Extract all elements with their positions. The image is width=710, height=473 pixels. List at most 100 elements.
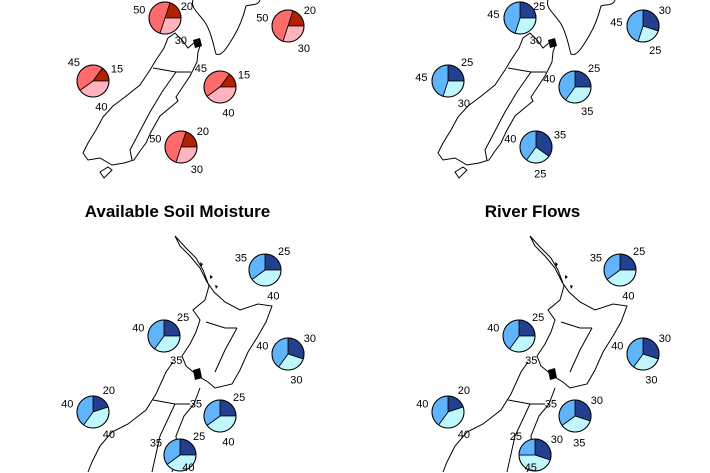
pie-slice-label: 30 <box>659 333 671 345</box>
pie-outline <box>148 1 182 35</box>
pie-chart: 15 45 40 <box>68 57 123 114</box>
pie-chart: 25 35 40 <box>487 312 544 367</box>
pie-slice-label: 25 <box>193 431 205 443</box>
pie-slice-label: 30 <box>645 375 657 387</box>
pie-outline <box>163 438 197 472</box>
pie-slice-label: 35 <box>573 438 585 450</box>
pie-outline <box>76 395 110 429</box>
pie-outline <box>519 130 553 164</box>
pie-slice-label: 35 <box>170 355 182 367</box>
pie-slice-label: 40 <box>132 323 144 335</box>
pie-slice-label: 40 <box>543 74 555 86</box>
pie-chart: 15 45 40 <box>195 63 250 120</box>
pie-chart: 25 35 40 <box>543 63 600 118</box>
pie-slice-label: 35 <box>554 130 566 142</box>
pie-slice-label: 25 <box>533 1 545 13</box>
pie-chart: 30 35 35 <box>545 395 603 450</box>
pie-slice-label: 35 <box>581 106 593 118</box>
pie-slice-label: 20 <box>181 1 193 13</box>
pie-outline <box>248 253 282 287</box>
pie-slice-label: 15 <box>111 64 123 76</box>
pie-slice-label: 35 <box>525 355 537 367</box>
pie-slice-label: 25 <box>177 312 189 324</box>
panel-title-soil-moisture: Available Soil Moisture <box>84 202 271 221</box>
pie-slice-label: 25 <box>649 45 661 57</box>
pie-slice-label: 25 <box>532 312 544 324</box>
pie-outline <box>431 64 465 98</box>
pie-slice-label: 45 <box>68 57 80 69</box>
map-panel-north-1 <box>87 235 273 473</box>
pie-outline <box>626 9 660 43</box>
pie-outline <box>431 395 465 429</box>
pie-slice-label: 40 <box>416 399 428 411</box>
pie-slice-label: 50 <box>256 13 268 25</box>
pie-slice-label: 40 <box>61 399 73 411</box>
pie-slice-label: 30 <box>458 98 470 110</box>
pie-slice-label: 25 <box>233 392 245 404</box>
pie-slice-label: 40 <box>611 341 623 353</box>
pie-slice-label: 45 <box>415 72 427 84</box>
pie-slice-label: 25 <box>510 431 522 443</box>
pie-slice-label: 30 <box>290 375 302 387</box>
pie-slice-label: 35 <box>235 253 247 265</box>
pie-slice-label: 25 <box>633 246 645 258</box>
map-panel-north-2 <box>442 235 628 473</box>
pie-slice-label: 40 <box>222 108 234 120</box>
pie-slice-label: 25 <box>461 57 473 69</box>
pie-outline <box>164 130 198 164</box>
pie-outline <box>147 319 181 353</box>
pie-slice-label: 35 <box>545 399 557 411</box>
pie-slice-label: 30 <box>659 5 671 17</box>
pie-slice-label: 40 <box>222 437 234 449</box>
pie-chart: 20 40 40 <box>61 385 115 441</box>
pie-outline <box>558 399 592 433</box>
pie-slice-label: 35 <box>150 438 162 450</box>
pie-chart: 30 30 40 <box>611 333 671 387</box>
pie-outline <box>558 70 592 104</box>
pie-slice-label: 50 <box>149 134 161 146</box>
pie-slice-label: 45 <box>525 462 537 473</box>
pie-slice-label: 40 <box>487 323 499 335</box>
pie-slice-label: 30 <box>530 35 542 47</box>
pie-slice-label: 30 <box>298 43 310 55</box>
pie-chart: 30 45 25 <box>510 431 563 473</box>
pie-chart: 25 40 35 <box>590 246 645 303</box>
pie-chart: 25 30 45 <box>415 57 473 110</box>
pie-slice-label: 25 <box>278 246 290 258</box>
pie-slice-label: 40 <box>267 291 279 303</box>
pie-outline <box>603 253 637 287</box>
pie-slice-label: 45 <box>195 63 207 75</box>
pie-slice-label: 40 <box>458 429 470 441</box>
pie-slice-label: 40 <box>103 429 115 441</box>
pie-slice-label: 15 <box>238 70 250 82</box>
pie-chart: 35 25 40 <box>504 130 566 181</box>
pie-slice-label: 45 <box>487 9 499 21</box>
pie-slice-label: 40 <box>504 134 516 146</box>
pie-slice-label: 20 <box>197 126 209 138</box>
pie-slice-label: 40 <box>95 102 107 114</box>
pie-slice-label: 40 <box>182 462 194 473</box>
pie-outline <box>271 337 305 371</box>
panel-title-river-flows: River Flows <box>484 202 581 221</box>
pie-slice-label: 35 <box>590 253 602 265</box>
pie-slice-label: 25 <box>534 169 546 181</box>
pie-chart: 25 40 35 <box>150 431 205 473</box>
pie-outline <box>626 337 660 371</box>
pie-slice-label: 40 <box>622 291 634 303</box>
pie-slice-label: 30 <box>591 395 603 407</box>
pie-slice-label: 40 <box>256 341 268 353</box>
pie-outline <box>271 9 305 43</box>
pie-slice-label: 20 <box>103 385 115 397</box>
pie-slice-label: 35 <box>190 399 202 411</box>
pie-outline <box>76 64 110 98</box>
pie-slice-label: 30 <box>551 434 563 446</box>
pie-chart: 25 35 40 <box>132 312 189 367</box>
pie-slice-label: 25 <box>588 63 600 75</box>
pie-outline <box>203 399 237 433</box>
